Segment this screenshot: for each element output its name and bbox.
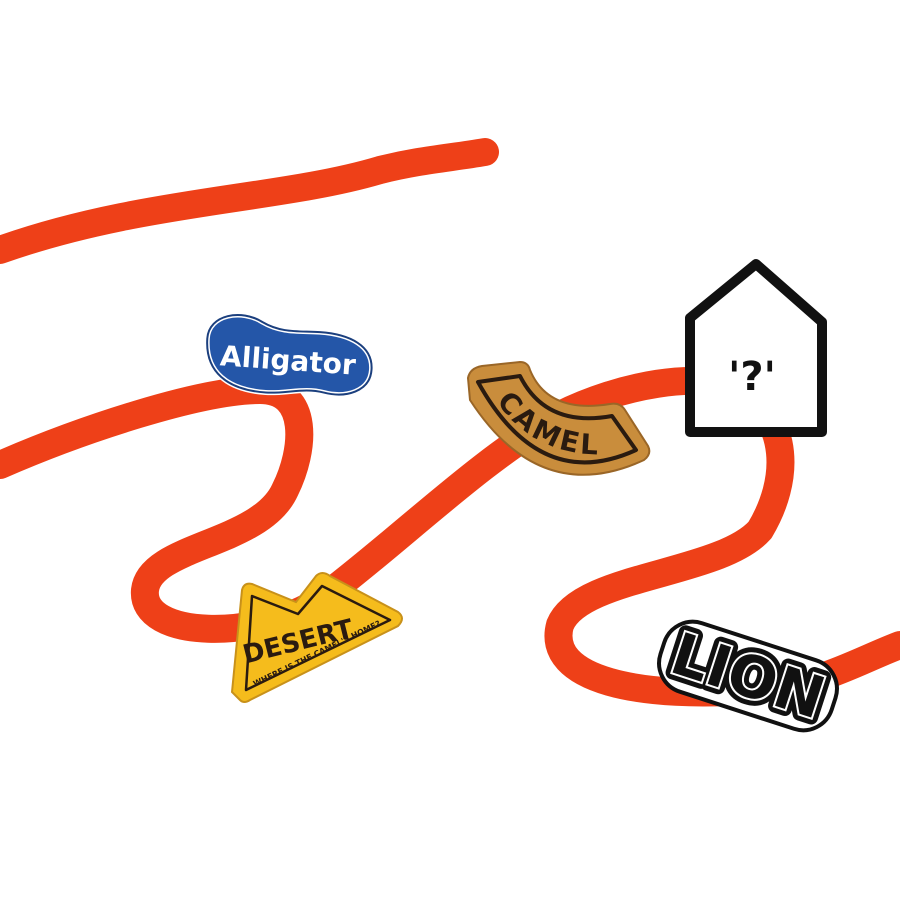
alligator-sticker: Alligator (204, 312, 375, 397)
desert-sticker: DESERT WHERE IS THE CAMEL'S HOME? (230, 572, 403, 703)
house-sticker: '?' (685, 259, 827, 437)
house-icon (685, 259, 827, 437)
lion-sticker: LION LION (656, 613, 840, 740)
camel-badge-shape (466, 360, 651, 476)
house-mark: '?' (728, 354, 776, 400)
top-path-stroke (0, 138, 499, 264)
camel-sticker: CAMEL (466, 360, 651, 476)
